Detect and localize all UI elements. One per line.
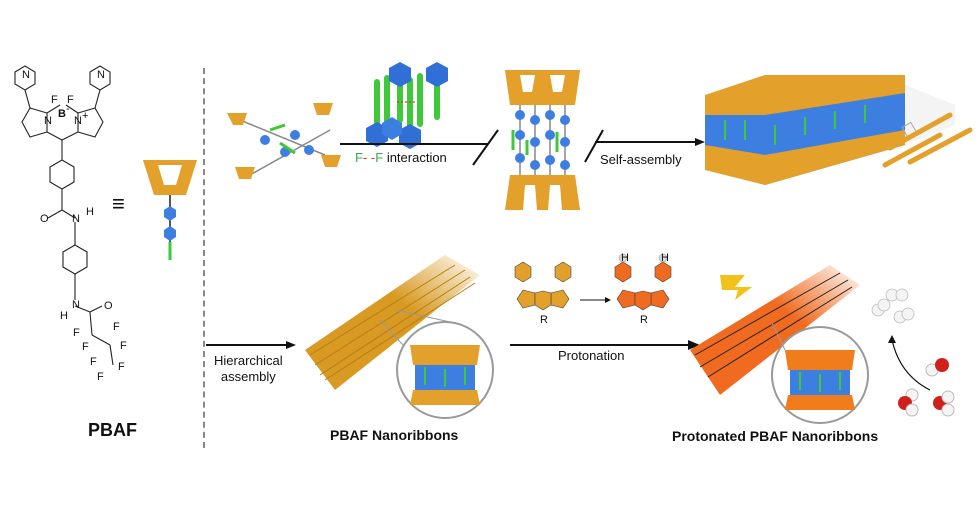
- hierarchical-line-2: assembly: [220, 369, 276, 384]
- interaction-text: interaction: [386, 150, 447, 165]
- lightning-icon: [720, 275, 752, 300]
- ff-dash: - -: [362, 150, 376, 165]
- pbaf-nanoribbons-label: PBAF Nanoribbons: [330, 427, 459, 443]
- r-group-left: R: [540, 314, 548, 326]
- hierarchical-line-1: Hierarchical: [214, 353, 283, 368]
- oxygen-1: O: [40, 213, 49, 225]
- fluorine-7: F: [90, 356, 97, 368]
- ff-interaction-illustration: [366, 62, 448, 149]
- fluorine-5: F: [113, 321, 120, 333]
- amide-h-2: H: [60, 310, 68, 322]
- nanoribbon-block-illustration: [705, 75, 955, 185]
- pbaf-cartoon-icon: [143, 160, 197, 260]
- amide-n-2: N: [72, 299, 80, 311]
- nitrogen-charge: +: [82, 110, 88, 122]
- pbaf-label: PBAF: [88, 420, 137, 440]
- gold-nanoribbon-bundle: [305, 255, 494, 419]
- fluorine-9: F: [97, 371, 104, 383]
- amide-h-1: H: [86, 206, 94, 218]
- self-assembly-label: Self-assembly: [600, 152, 682, 167]
- fluorine-f2: F: [375, 150, 384, 165]
- stacked-column-illustration: [505, 70, 580, 210]
- equivalence-symbol: ≡: [112, 191, 125, 216]
- fluorine-3: F: [73, 327, 80, 339]
- protonation-label: Protonation: [558, 348, 625, 363]
- fluorine-2: F: [67, 94, 74, 106]
- ff-interaction-label: F- -F interaction: [355, 150, 447, 165]
- pbaf-structure: N N F F B - N N + O N H N H O F F F F F …: [14, 65, 127, 383]
- amide-n-1: N: [72, 213, 80, 225]
- pyridine-n-right: N: [97, 69, 105, 81]
- protonated-nanoribbons-label: Protonated PBAF Nanoribbons: [672, 428, 879, 444]
- r-group-right: R: [640, 314, 648, 326]
- orange-nanoribbon-bundle: [690, 265, 869, 424]
- fluorine-f1: F: [355, 150, 363, 165]
- fluorine-4: F: [82, 341, 89, 353]
- nitrogen-left: N: [44, 115, 52, 127]
- pyridine-n-left: N: [22, 69, 30, 81]
- hydrogen-water-illustration: [871, 288, 955, 417]
- self-assembly-arrow: [584, 129, 705, 163]
- hierarchical-label: Hierarchical assembly: [214, 353, 283, 385]
- boron-atom: B: [58, 108, 66, 120]
- proton-h-left: H: [621, 252, 629, 264]
- section-divider: [203, 68, 205, 448]
- fluorine-1: F: [51, 94, 58, 106]
- hierarchical-arrow: [206, 341, 296, 349]
- proton-h-right: H: [661, 252, 669, 264]
- boron-charge: -: [66, 103, 70, 115]
- nitrogen-right: N: [74, 115, 82, 127]
- ff-arrow: [340, 129, 499, 166]
- protonation-mini-scheme: H H R R: [514, 252, 672, 326]
- ribbon-sticks-illustration: [882, 112, 973, 168]
- fluorine-6: F: [120, 340, 127, 352]
- molecule-pair-illustration: [227, 103, 341, 179]
- oxygen-2: O: [104, 300, 113, 312]
- protonation-arrow: [510, 340, 700, 350]
- fluorine-8: F: [118, 361, 125, 373]
